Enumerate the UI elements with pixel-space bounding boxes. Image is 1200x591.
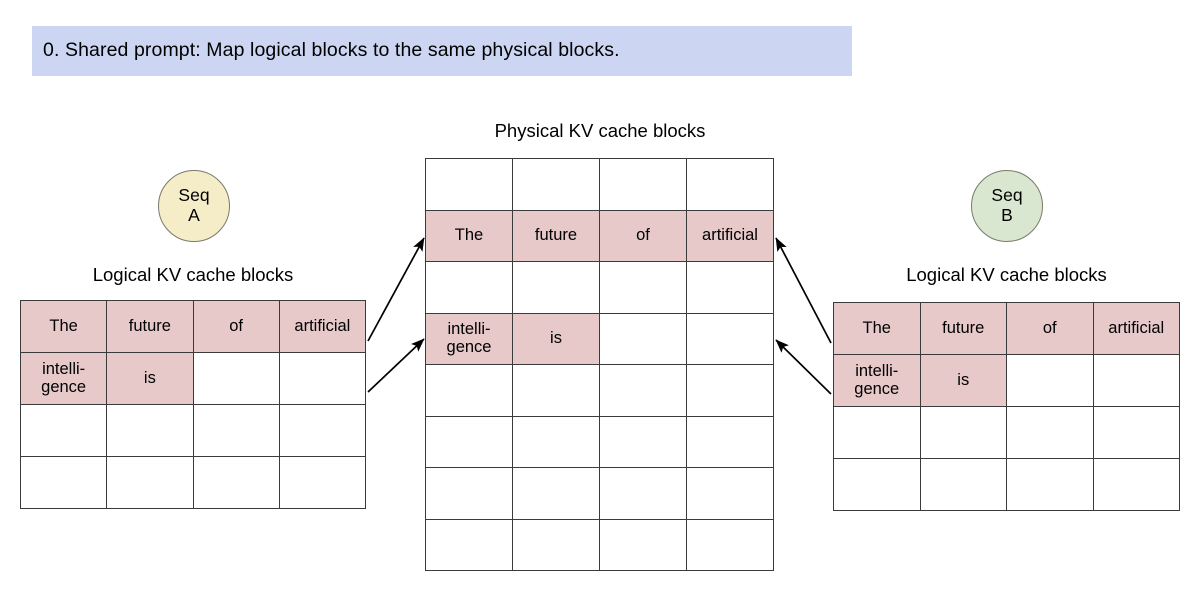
table-row — [833, 458, 1180, 511]
kv-block-cell — [1006, 458, 1094, 511]
kv-block-cell — [599, 467, 687, 520]
kv-block-cell: The — [425, 209, 513, 262]
kv-block-cell: artificial — [686, 209, 774, 262]
kv-block-cell: of — [599, 209, 687, 262]
kv-block-cell — [425, 364, 513, 417]
seq-a-badge: Seq A — [158, 170, 230, 242]
seq-b-label-line1: Seq — [991, 185, 1023, 206]
kv-block-cell: future — [919, 302, 1007, 355]
table-row — [19, 456, 367, 509]
kv-block-cell — [425, 261, 513, 314]
kv-block-cell — [686, 467, 774, 520]
arrow-left-block0-to-physical-row2 — [367, 237, 425, 342]
arrow-left-block1-to-physical-row4 — [367, 338, 425, 393]
kv-block-cell — [686, 261, 774, 314]
kv-block-cell — [686, 415, 774, 468]
table-row — [425, 158, 774, 211]
kv-block-cell — [1006, 406, 1094, 459]
banner-text: 0. Shared prompt: Map logical blocks to … — [43, 39, 620, 62]
kv-block-cell — [512, 158, 600, 211]
kv-block-cell: The — [833, 302, 921, 355]
kv-block-cell — [686, 518, 774, 571]
kv-block-cell — [425, 415, 513, 468]
seq-b-label-line2: B — [1001, 205, 1013, 225]
physical-blocks-caption: Physical KV cache blocks — [494, 120, 706, 141]
kv-block-cell — [599, 415, 687, 468]
table-row — [425, 415, 774, 468]
logical-blocks-caption-right: Logical KV cache blocks — [906, 264, 1107, 285]
kv-block-cell — [512, 261, 600, 314]
kv-block-cell: is — [512, 312, 600, 365]
seq-a-label-line1: Seq — [178, 185, 210, 206]
kv-block-cell — [512, 467, 600, 520]
kv-block-cell — [599, 364, 687, 417]
kv-block-cell: intelli-gence — [833, 354, 921, 407]
kv-block-cell — [833, 458, 921, 511]
kv-block-cell: artificial — [1092, 302, 1180, 355]
kv-block-cell: is — [919, 354, 1007, 407]
kv-block-cell — [512, 518, 600, 571]
kv-block-cell — [278, 456, 367, 509]
kv-block-cell — [278, 404, 367, 457]
kv-block-cell — [919, 458, 1007, 511]
kv-block-cell: is — [106, 352, 194, 405]
kv-block-cell: The — [19, 300, 108, 353]
kv-block-cell: artificial — [278, 300, 367, 353]
kv-block-cell: intelli-gence — [19, 352, 108, 405]
kv-block-cell — [425, 518, 513, 571]
kv-block-cell — [106, 404, 194, 457]
kv-block-cell — [512, 364, 600, 417]
kv-block-cell — [512, 415, 600, 468]
kv-block-cell: intelli-gence — [425, 312, 513, 365]
arrow-right-block0-to-physical-row2 — [775, 237, 832, 344]
kv-block-cell — [192, 352, 280, 405]
kv-block-cell: of — [1006, 302, 1094, 355]
kv-block-cell — [106, 456, 194, 509]
kv-block-cell: future — [106, 300, 194, 353]
kv-block-cell — [919, 406, 1007, 459]
logical-blocks-caption-left: Logical KV cache blocks — [92, 264, 294, 285]
kv-block-cell — [1092, 458, 1180, 511]
kv-block-cell — [599, 158, 687, 211]
kv-block-cell — [599, 518, 687, 571]
kv-block-cell — [278, 352, 367, 405]
kv-block-cell — [686, 312, 774, 365]
table-row — [19, 404, 367, 457]
kv-block-cell — [686, 158, 774, 211]
kv-block-cell — [1006, 354, 1094, 407]
kv-block-cell: future — [512, 209, 600, 262]
seq-b-badge: Seq B — [971, 170, 1043, 242]
kv-block-cell — [599, 261, 687, 314]
shared-prompt-banner: 0. Shared prompt: Map logical blocks to … — [32, 26, 852, 76]
kv-block-cell — [1092, 354, 1180, 407]
kv-block-cell — [833, 406, 921, 459]
kv-block-cell — [1092, 406, 1180, 459]
table-row — [425, 364, 774, 417]
table-row — [425, 518, 774, 571]
kv-block-cell: of — [192, 300, 280, 353]
arrow-right-block1-to-physical-row4 — [775, 339, 832, 395]
kv-block-cell — [19, 404, 108, 457]
kv-block-cell — [192, 456, 280, 509]
kv-block-cell — [19, 456, 108, 509]
table-row — [833, 406, 1180, 459]
table-row — [425, 261, 774, 314]
kv-block-cell — [425, 467, 513, 520]
kv-block-cell — [686, 364, 774, 417]
kv-block-cell — [192, 404, 280, 457]
seq-a-label-line2: A — [188, 205, 200, 225]
kv-block-cell — [425, 158, 513, 211]
table-row — [425, 467, 774, 520]
kv-block-cell — [599, 312, 687, 365]
